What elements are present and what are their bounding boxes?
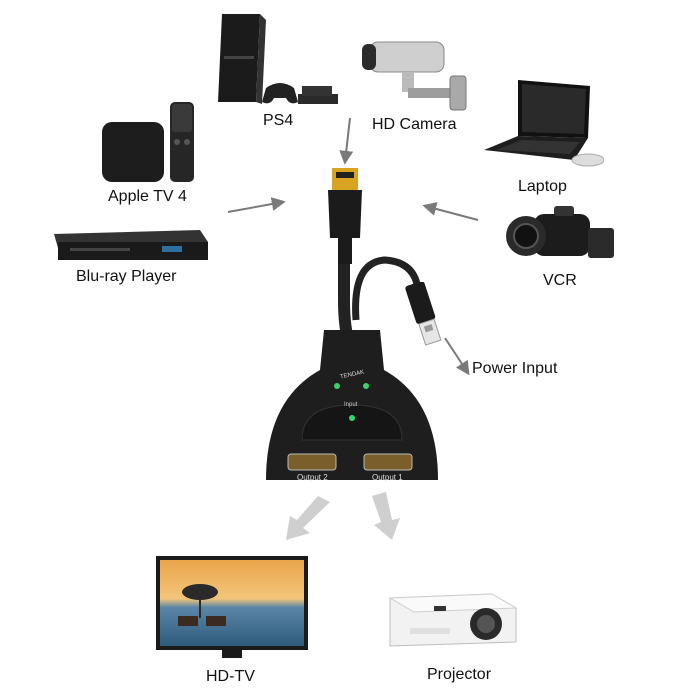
projector-label: Projector	[427, 666, 491, 684]
projector-image	[380, 588, 520, 659]
vcr-label: VCR	[543, 272, 577, 290]
ps4-console-image	[210, 14, 345, 115]
splitter-output2-label: Output 2	[297, 473, 328, 482]
power-input-label: Power Input	[472, 360, 557, 378]
bluray-player-image	[50, 224, 210, 269]
arrow-apple-tv	[228, 202, 283, 212]
arrow-ps4	[345, 118, 350, 162]
hdtv-label: HD-TV	[206, 668, 255, 686]
laptop-label: Laptop	[518, 178, 567, 196]
vcr-camcorder-image	[504, 204, 616, 271]
splitter-input-label: Input	[344, 402, 357, 408]
ps4-label: PS4	[263, 112, 293, 130]
hdtv-image	[156, 556, 308, 667]
arrow-to-projector	[372, 492, 400, 540]
hdmi-splitter-image	[262, 330, 442, 495]
hd-camera-image	[362, 36, 474, 121]
apple-tv-label: Apple TV 4	[108, 188, 187, 206]
arrow-to-hdtv	[286, 496, 330, 540]
hd-camera-label: HD Camera	[372, 116, 456, 134]
bluray-label: Blu-ray Player	[76, 268, 176, 286]
splitter-output1-label: Output 1	[372, 473, 403, 482]
hdmi-plug-image	[322, 168, 368, 269]
apple-tv-image	[100, 102, 200, 189]
arrow-power	[445, 338, 468, 373]
laptop-image	[484, 80, 604, 175]
arrow-laptop	[425, 206, 478, 220]
